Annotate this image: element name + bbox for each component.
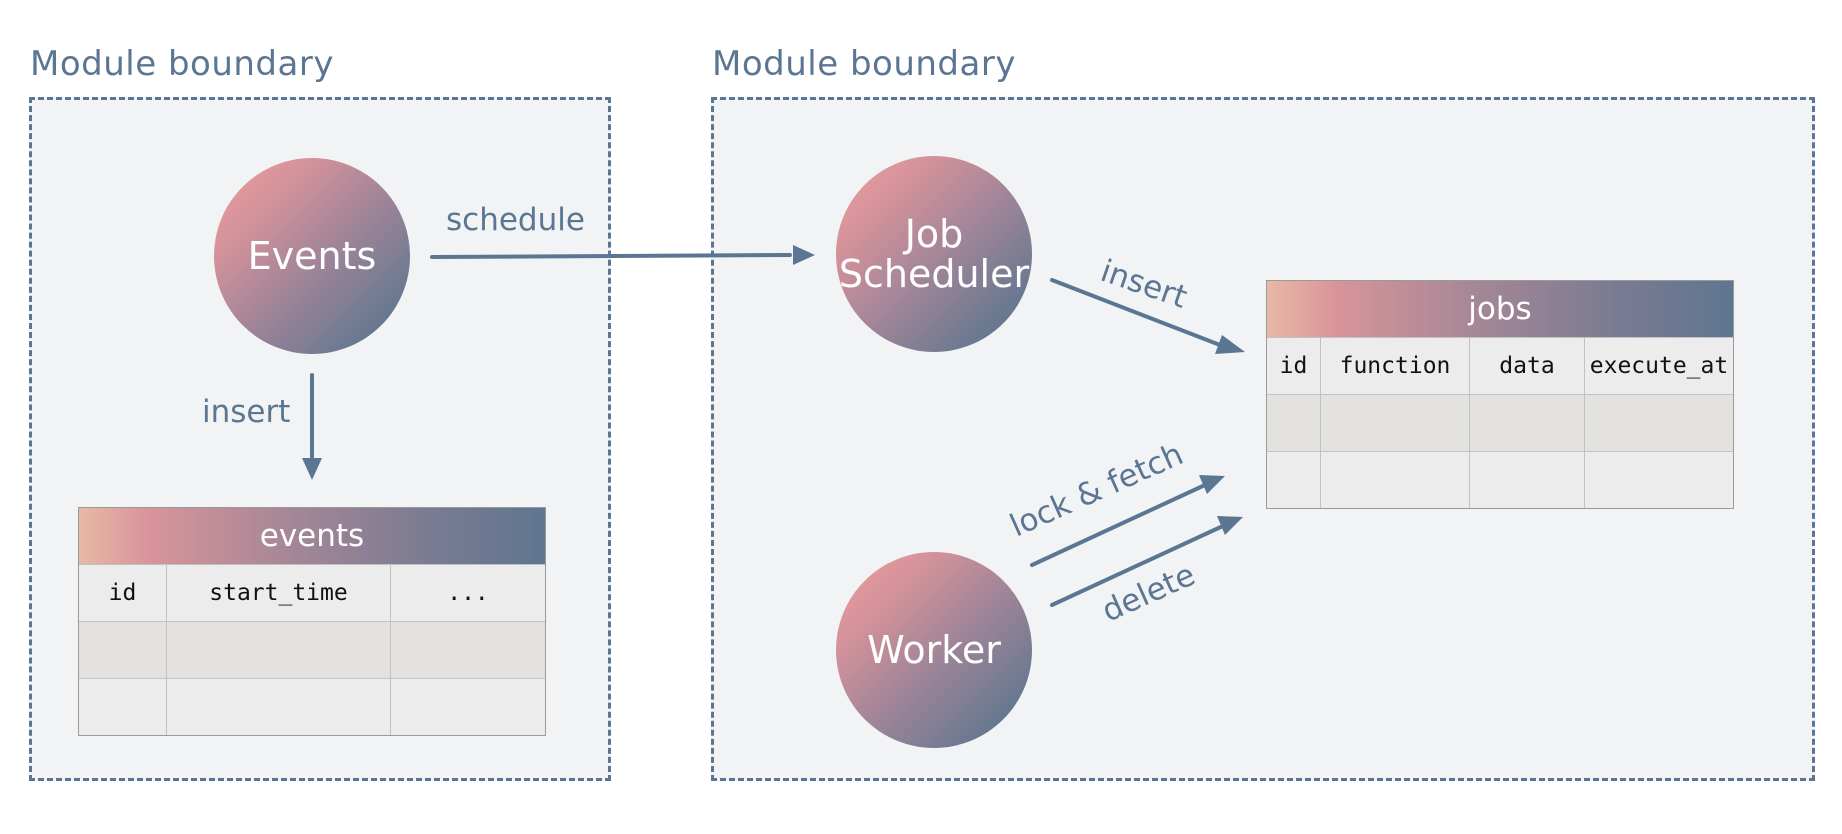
table-cell	[391, 622, 545, 678]
events-table-row	[79, 678, 545, 735]
jobs-table-row	[1267, 451, 1733, 508]
events-column-header: start_time	[167, 565, 391, 621]
table-cell	[1585, 395, 1733, 451]
events-table: events id start_time ...	[78, 507, 546, 736]
events-column-header: id	[79, 565, 167, 621]
table-cell	[167, 622, 391, 678]
delete-arrowhead	[1217, 516, 1243, 535]
worker-node: Worker	[836, 552, 1032, 748]
worker-node-label: Worker	[867, 628, 1001, 672]
job-scheduler-node-label-line2: Scheduler	[838, 252, 1030, 296]
table-cell	[1321, 452, 1470, 508]
events-node-label: Events	[247, 234, 377, 278]
jobs-column-header: execute_at	[1589, 353, 1729, 379]
lock-fetch-arrow	[1030, 483, 1207, 567]
table-cell	[79, 622, 167, 678]
table-cell	[391, 679, 545, 735]
events-insert-label: insert	[202, 394, 291, 430]
jobs-table-row	[1267, 394, 1733, 451]
jobs-column-header: data	[1470, 338, 1585, 394]
delete-arrow	[1050, 523, 1227, 607]
jobs-column-header: function	[1321, 338, 1470, 394]
scheduler-insert-arrow	[1050, 278, 1222, 347]
table-cell	[1470, 452, 1585, 508]
table-cell	[1267, 395, 1321, 451]
table-cell	[1585, 452, 1733, 508]
lock-fetch-arrowhead	[1199, 475, 1225, 494]
events-table-column-row: id start_time ...	[79, 564, 545, 621]
jobs-table: jobs id function data execute_at	[1266, 280, 1734, 509]
module-boundary-label-left: Module boundary	[30, 44, 334, 84]
table-cell	[1321, 395, 1470, 451]
job-scheduler-node: Job Scheduler	[836, 156, 1032, 352]
module-boundary-label-right: Module boundary	[712, 44, 1016, 84]
events-node: Events	[214, 158, 410, 354]
scheduler-insert-arrowhead	[1215, 335, 1245, 354]
table-cell	[1267, 452, 1321, 508]
jobs-table-column-row: id function data execute_at	[1267, 337, 1733, 394]
schedule-label: schedule	[446, 202, 585, 238]
events-column-header: ...	[447, 580, 489, 606]
table-cell	[1470, 395, 1585, 451]
table-cell	[167, 679, 391, 735]
schedule-arrowhead	[793, 245, 815, 265]
table-cell	[79, 679, 167, 735]
schedule-arrow	[430, 253, 792, 259]
jobs-column-header: id	[1267, 338, 1321, 394]
jobs-table-header: jobs	[1267, 281, 1733, 337]
events-table-header: events	[79, 508, 545, 564]
job-scheduler-node-label-line1: Job	[904, 212, 964, 256]
events-table-row	[79, 621, 545, 678]
events-insert-arrowhead	[302, 458, 322, 480]
